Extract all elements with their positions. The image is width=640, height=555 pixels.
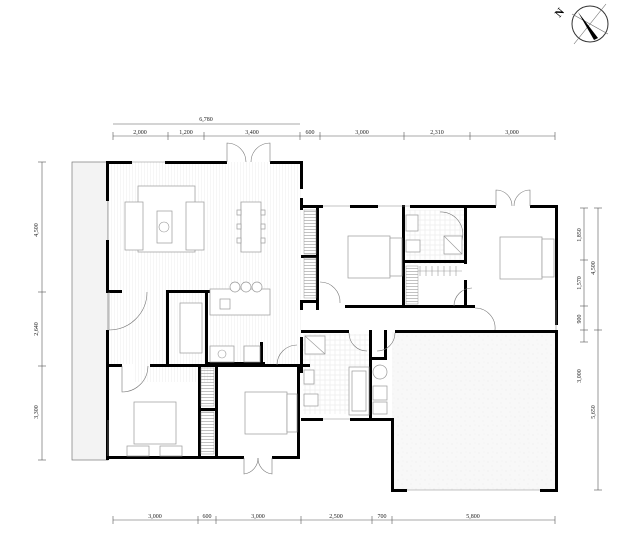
dining-table: [236, 201, 266, 253]
svg-text:1,850: 1,850: [577, 228, 583, 242]
svg-text:1,200: 1,200: [179, 130, 193, 136]
deck: [71, 161, 109, 461]
svg-text:600: 600: [203, 514, 212, 520]
svg-text:3,000: 3,000: [577, 369, 583, 383]
svg-text:900: 900: [577, 315, 583, 324]
svg-text:4,500: 4,500: [34, 223, 40, 237]
windows: [107, 161, 557, 491]
svg-text:5,800: 5,800: [466, 514, 480, 520]
dimensions-bottom: 3,000 600 3,000 2,500 700 5,800: [112, 514, 556, 524]
bedroom-3-furniture: [126, 367, 215, 457]
svg-text:6,780: 6,780: [199, 117, 213, 123]
walk-in-robe: [405, 265, 462, 305]
svg-text:3,300: 3,300: [34, 405, 40, 419]
master-bedroom-furniture: [499, 236, 555, 280]
laundry-fixtures: [372, 364, 388, 415]
garage: [392, 332, 556, 490]
svg-text:4,500: 4,500: [591, 261, 597, 275]
svg-text:3,400: 3,400: [245, 130, 259, 136]
compass-label: N: [553, 6, 567, 20]
ensuite-fixtures: [405, 214, 463, 255]
walls: [106, 161, 558, 492]
living-furniture: [124, 185, 205, 253]
compass: N: [553, 3, 609, 45]
dimensions-right: 1,850 1,570 900 3,000 4,500 5,650: [577, 207, 602, 491]
svg-text:3,000: 3,000: [505, 130, 519, 136]
svg-text:600: 600: [306, 130, 315, 136]
svg-text:2,310: 2,310: [430, 130, 444, 136]
svg-text:3,000: 3,000: [355, 130, 369, 136]
svg-text:3,000: 3,000: [148, 514, 162, 520]
dimensions-left: 4,500 2,640 3,300: [34, 161, 46, 461]
bedroom-2-furniture: [303, 209, 403, 299]
kitchen: [179, 281, 271, 363]
svg-text:2,500: 2,500: [329, 514, 343, 520]
living-dining-floor: [108, 162, 301, 364]
bedroom-4-furniture: [244, 391, 298, 435]
north-arrow-icon: [578, 12, 598, 40]
svg-text:5,650: 5,650: [591, 405, 597, 419]
svg-text:2,000: 2,000: [133, 130, 147, 136]
doors: [108, 142, 531, 475]
dimensions-top: 6,780 2,000 1,200 3,400 600 3,000 2,310 …: [112, 117, 556, 140]
svg-text:1,570: 1,570: [577, 276, 583, 290]
svg-text:3,000: 3,000: [251, 514, 265, 520]
bathroom-fixtures: [303, 335, 370, 416]
svg-text:700: 700: [378, 514, 387, 520]
svg-text:2,640: 2,640: [34, 322, 40, 336]
